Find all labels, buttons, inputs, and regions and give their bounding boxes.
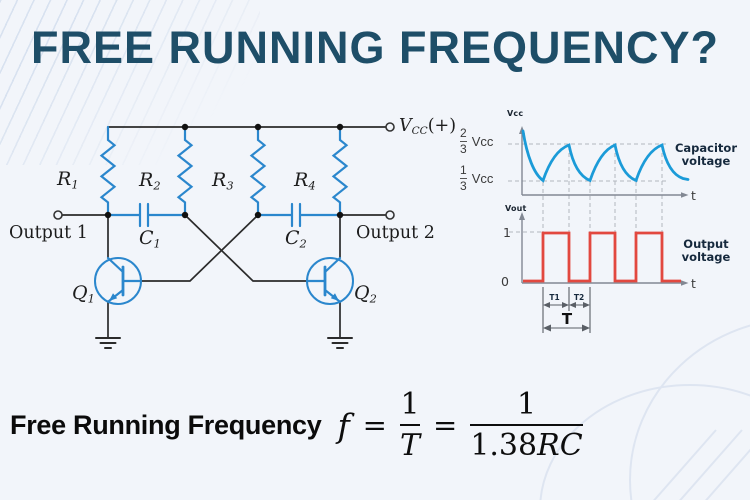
resistor-label-r3: R3 <box>212 169 234 193</box>
out-time-axis-label: t <box>691 276 696 291</box>
decor-curves <box>539 324 750 500</box>
transistor-symbols <box>94 256 354 305</box>
page-title: FREE RUNNING FREQUENCY? <box>30 22 720 73</box>
fraction-one-over-138RC: 1 1.38RC <box>470 386 583 464</box>
fraction-one-over-T: 1 T <box>399 386 420 464</box>
formula-f-symbol: f <box>337 405 350 445</box>
equals-sign-2: = <box>433 408 458 442</box>
period-annotation <box>542 287 591 333</box>
cap-time-axis-label: t <box>691 188 696 203</box>
cap-yaxis-label: Vcc <box>507 109 524 118</box>
t1-label: T1 <box>549 293 560 302</box>
frac2-numerator: 1 <box>516 386 537 422</box>
axes <box>521 132 681 284</box>
output-voltage-square-wave <box>523 231 681 283</box>
capacitor-voltage-plot <box>508 126 690 286</box>
resistor-label-r4: R4 <box>294 169 316 193</box>
capacitor-label-c1: C1 <box>139 227 161 251</box>
capacitor-label-c2: C2 <box>285 227 307 251</box>
out-low-tick: 0 <box>501 274 509 289</box>
frac1-denominator: T <box>399 428 420 464</box>
output2-label: Output 2 <box>356 223 435 243</box>
equals-sign-1: = <box>362 408 387 442</box>
transistor-label-q2: Q2 <box>354 282 377 306</box>
ground-symbols <box>95 337 353 349</box>
junction-dots <box>104 123 344 219</box>
output1-label: Output 1 <box>9 223 88 243</box>
circuit-diagram <box>53 122 395 349</box>
terminals <box>53 122 395 220</box>
formula-label: Free Running Frequency <box>10 409 322 440</box>
out-yaxis-label: Vout <box>505 204 527 213</box>
diagonal-hatch-decor <box>0 0 260 165</box>
frac2-bar <box>470 423 583 427</box>
frac1-bar <box>399 423 420 427</box>
out-high-tick: 1 <box>503 225 511 240</box>
formula-row: Free Running Frequency f = 1 T = 1 1.38R… <box>10 378 583 472</box>
transistor-label-q1: Q1 <box>72 282 95 306</box>
frac2-denominator: 1.38RC <box>470 428 583 464</box>
frac1-numerator: 1 <box>400 386 420 422</box>
period-label: T <box>561 310 573 328</box>
resistor-label-r2: R2 <box>139 169 161 193</box>
resistors-and-capacitors <box>99 125 349 228</box>
capacitor-voltage-curve <box>521 129 690 183</box>
t2-label: T2 <box>573 293 585 302</box>
resistor-label-r1: R1 <box>57 168 79 192</box>
vcc-supply-label: VCC(+) <box>399 116 457 138</box>
